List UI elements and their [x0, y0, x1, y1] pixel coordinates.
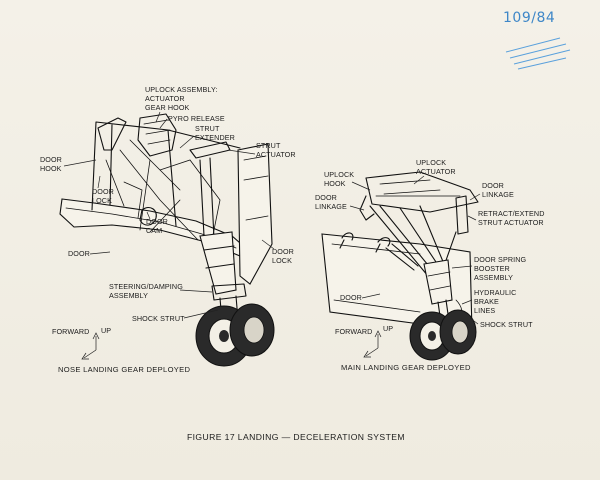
label-steering-damping-2: ASSEMBLY: [109, 291, 148, 300]
label-door-spring-1: DOOR SPRING: [474, 255, 527, 264]
label-door-lock-right-1: DOOR: [272, 247, 294, 256]
label-door-linkage-left-1: DOOR: [315, 193, 337, 202]
label-door-lock-left-1: DOOR: [92, 187, 114, 196]
nose-gear-direction-indicator: FORWARD UP: [52, 326, 111, 360]
nose-gear-illustration: [59, 113, 275, 367]
main-gear-main-strut: [423, 259, 453, 305]
handwritten-annotation: 109/84: [503, 10, 571, 70]
nose-gear-caption: NOSE LANDING GEAR DEPLOYED: [58, 365, 191, 374]
nose-gear-labels: UPLOCK ASSEMBLY: ACTUATOR GEAR HOOK PYRO…: [40, 85, 296, 323]
main-direction-forward: FORWARD: [335, 327, 372, 336]
main-direction-up: UP: [383, 324, 393, 333]
nose-direction-forward: FORWARD: [52, 327, 89, 336]
figure-caption: FIGURE 17 LANDING — DECELERATION SYSTEM: [187, 432, 405, 442]
label-uplock-assembly-2: ACTUATOR: [145, 94, 185, 103]
label-strut-extender-1: STRUT: [195, 124, 220, 133]
label-uplock-assembly-1: UPLOCK ASSEMBLY:: [145, 85, 218, 94]
label-main-door: DOOR: [340, 293, 362, 302]
label-nose-shock-strut: SHOCK STRUT: [132, 314, 185, 323]
label-door-cam-2: CAM: [146, 226, 162, 235]
label-door-spring-3: ASSEMBLY: [474, 273, 513, 282]
label-strut-actuator-2: ACTUATOR: [256, 150, 296, 159]
label-hydraulic-brake-2: BRAKE: [474, 297, 499, 306]
label-nose-door: DOOR: [68, 249, 90, 258]
label-retract-extend-2: STRUT ACTUATOR: [478, 218, 544, 227]
label-door-lock-left-2: LOCK: [92, 196, 112, 205]
main-gear-caption: MAIN LANDING GEAR DEPLOYED: [341, 363, 471, 372]
label-door-linkage-right-2: LINKAGE: [482, 190, 514, 199]
blue-scribble-mark: [505, 37, 571, 70]
label-door-cam-1: DOOR: [146, 217, 168, 226]
handwritten-page-number: 109/84: [503, 10, 555, 26]
label-strut-extender-2: EXTENDER: [195, 133, 235, 142]
label-hydraulic-brake-3: LINES: [474, 306, 495, 315]
nose-gear-main-strut: [199, 231, 237, 295]
label-strut-actuator-1: STRUT: [256, 141, 281, 150]
label-door-lock-right-2: LOCK: [272, 256, 292, 265]
label-uplock-actuator-2: ACTUATOR: [416, 167, 456, 176]
label-door-spring-2: BOOSTER: [474, 264, 510, 273]
label-hydraulic-brake-1: HYDRAULIC: [474, 288, 516, 297]
label-main-shock-strut: SHOCK STRUT: [480, 320, 533, 329]
nose-gear-bulkhead: [237, 143, 273, 285]
label-uplock-assembly-3: GEAR HOOK: [145, 103, 190, 112]
label-steering-damping-1: STEERING/DAMPING: [109, 282, 183, 291]
main-gear-direction-indicator: FORWARD UP: [335, 324, 393, 358]
label-door-linkage-left-2: LINKAGE: [315, 202, 347, 211]
main-gear-illustration: [321, 171, 479, 361]
label-uplock-hook-2: HOOK: [324, 179, 346, 188]
nose-direction-up: UP: [101, 326, 111, 335]
label-pyro-release: PYRO RELEASE: [168, 114, 225, 123]
label-retract-extend-1: RETRACT/EXTEND: [478, 209, 545, 218]
label-uplock-actuator-1: UPLOCK: [416, 158, 446, 167]
label-door-linkage-right-1: DOOR: [482, 181, 504, 190]
label-uplock-hook-1: UPLOCK: [324, 170, 354, 179]
main-gear-labels: UPLOCK ACTUATOR UPLOCK HOOK DOOR LINKAGE…: [315, 158, 545, 329]
label-door-hook-2: HOOK: [40, 164, 62, 173]
label-door-hook-1: DOOR: [40, 155, 62, 164]
